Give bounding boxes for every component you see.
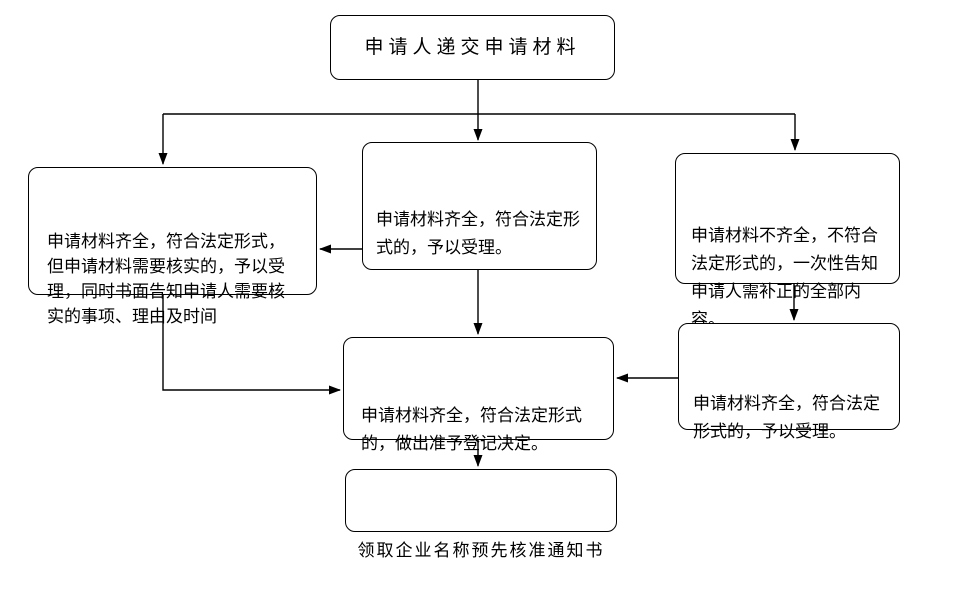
node-materials-complete-accepted-label: 申请材料齐全，符合法定形 式的，予以受理。 (376, 210, 580, 257)
node-accepted-needs-verification-label: 申请材料齐全，符合法定形式， 但申请材料需要核实的，予以受 理，同时书面告知申请… (47, 232, 285, 326)
node-materials-incomplete-notify: 申请材料不齐全，不符合 法定形式的，一次性告知 申请人需补正的全部内 容。 (675, 153, 900, 329)
connector-verify-to-decision (162, 295, 341, 395)
node-registration-decision-label: 申请材料齐全，符合法定形式 的，做出准予登记决定。 (361, 406, 582, 453)
node-accepted-needs-verification: 申请材料齐全，符合法定形式， 但申请材料需要核实的，予以受 理，同时书面告知申请… (28, 167, 317, 326)
node-registration-decision: 申请材料齐全，符合法定形式 的，做出准予登记决定。 (343, 337, 614, 453)
node-materials-complete-accepted: 申请材料齐全，符合法定形 式的，予以受理。 (362, 142, 597, 270)
node-submit-application-label: 申请人递交申请材料 (364, 37, 581, 58)
node-receive-approval-notice: 领取企业名称预先核准通知书 (345, 469, 617, 560)
node-submit-application: 申请人递交申请材料 (330, 15, 615, 80)
node-materials-incomplete-notify-label: 申请材料不齐全，不符合 法定形式的，一次性告知 申请人需补正的全部内 容。 (691, 226, 878, 329)
node-receive-approval-notice-label: 领取企业名称预先核准通知书 (357, 541, 605, 560)
node-accepted-after-correction-label: 申请材料齐全，符合法定 形式的，予以受理。 (693, 394, 880, 441)
node-accepted-after-correction: 申请材料齐全，符合法定 形式的，予以受理。 (678, 323, 900, 441)
